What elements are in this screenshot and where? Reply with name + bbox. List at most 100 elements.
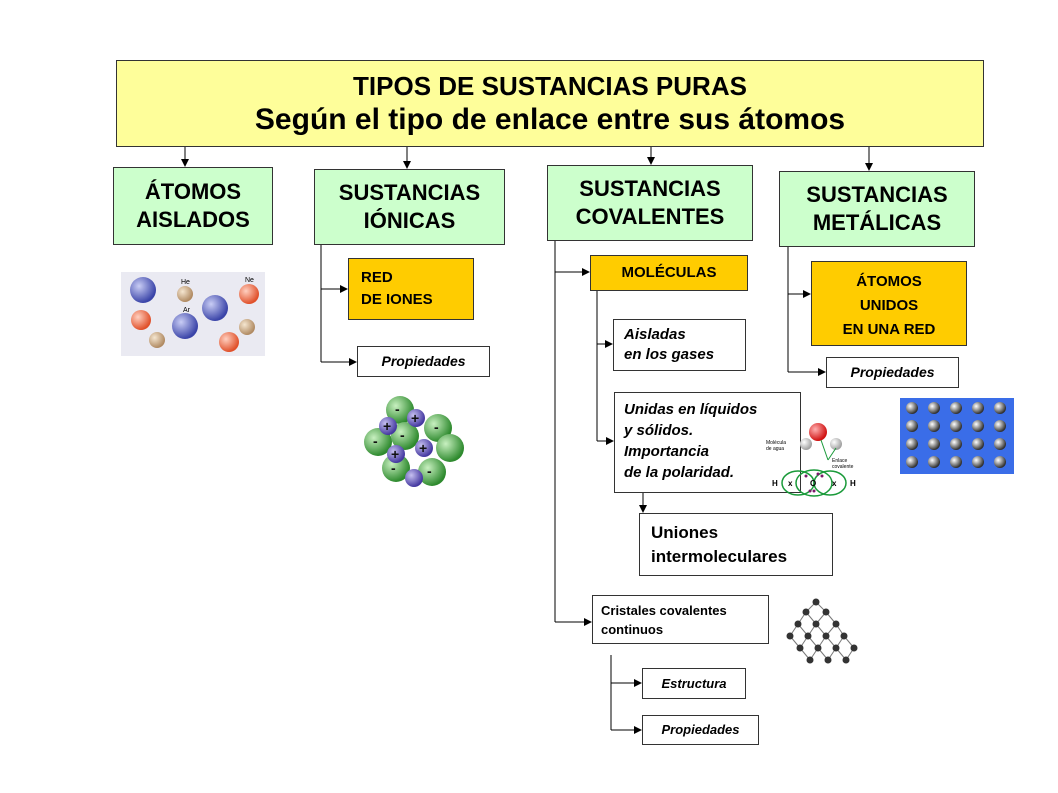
water-h-left: H [772, 479, 778, 488]
title-line-1: TIPOS DE SUSTANCIAS PURAS [353, 70, 747, 101]
metalicas-propiedades-box: Propiedades [826, 357, 959, 388]
category-label: IÓNICAS [363, 208, 456, 233]
red-de-iones-box: RED DE IONES [348, 258, 474, 320]
crystal-atom [850, 644, 858, 652]
main-title-box: TIPOS DE SUSTANCIAS PURAS Según el tipo … [116, 60, 984, 147]
metal-atom [950, 456, 962, 468]
metal-atom [972, 438, 984, 450]
metal-atom [950, 420, 962, 432]
water-bond-2: covalente [832, 464, 854, 470]
category-label: SUSTANCIAS [806, 182, 948, 207]
metal-atom [906, 402, 918, 414]
noble-gas-atoms-image: He Ne Ar [121, 272, 265, 356]
crystal-atom [794, 620, 802, 628]
metal-atom [950, 438, 962, 450]
crystal-atom [832, 644, 840, 652]
estructura-box: Estructura [642, 668, 746, 699]
atomos-unidos-box: ÁTOMOS UNIDOS EN UNA RED [811, 261, 967, 346]
metal-atom [972, 456, 984, 468]
water-h-right: H [850, 479, 856, 488]
covalentes-propiedades-box: Propiedades [642, 715, 759, 745]
water-title-1: Molécula [766, 440, 786, 446]
uniones-line-1: Uniones [651, 523, 719, 542]
crystal-atom [802, 608, 810, 616]
svg-text:-: - [395, 401, 400, 417]
metal-atom [928, 402, 940, 414]
metal-atom [994, 438, 1006, 450]
metal-atom [994, 402, 1006, 414]
water-title-2: de agua [766, 446, 784, 452]
crystal-atom [832, 620, 840, 628]
atomos-unidos-line-3: EN UNA RED [842, 321, 936, 338]
covalent-crystal-image [786, 598, 858, 664]
unidas-line-4: de la polaridad. [624, 464, 735, 481]
water-x-left: x [788, 479, 793, 488]
unidas-line-1: Unidas en líquidos [624, 401, 758, 418]
svg-text:+: + [419, 440, 427, 456]
crystal-atom [842, 656, 850, 664]
metal-atom [972, 402, 984, 414]
crystal-atom [822, 632, 830, 640]
title-line-2: Según el tipo de enlace entre sus átomos [254, 102, 846, 136]
svg-text:-: - [427, 463, 432, 479]
moleculas-box: MOLÉCULAS [590, 255, 748, 291]
crystal-atom [840, 632, 848, 640]
svg-text:-: - [400, 427, 405, 443]
aisladas-line-2: en los gases [624, 346, 715, 363]
svg-text:+: + [391, 446, 399, 462]
crystal-atom [824, 656, 832, 664]
uniones-intermoleculares-box: Uniones intermoleculares [639, 513, 833, 576]
category-label: ÁTOMOS [144, 179, 242, 204]
cristales-line-1: Cristales covalentes [601, 603, 727, 618]
crystal-atom [796, 644, 804, 652]
category-label: SUSTANCIAS [579, 176, 721, 201]
aisladas-box: Aisladas en los gases [613, 319, 746, 371]
category-label: COVALENTES [575, 204, 725, 229]
category-label: SUSTANCIAS [338, 180, 481, 205]
category-label: METÁLICAS [812, 210, 942, 235]
category-sustancias-covalentes: SUSTANCIAS COVALENTES [547, 165, 753, 241]
crystal-atom [814, 644, 822, 652]
crystal-atom [786, 632, 794, 640]
crystal-atom [804, 632, 812, 640]
svg-text:-: - [391, 460, 396, 476]
category-sustancias-metalicas: SUSTANCIAS METÁLICAS [779, 171, 975, 247]
metal-atom [928, 438, 940, 450]
crystal-atom [806, 656, 814, 664]
metal-atom [928, 420, 940, 432]
crystal-atom [812, 620, 820, 628]
category-label: AISLADOS [136, 207, 250, 232]
metal-atom [950, 402, 962, 414]
crystal-atom [822, 608, 830, 616]
unidas-line-3: Importancia [624, 443, 710, 460]
category-sustancias-ionicas: SUSTANCIAS IÓNICAS [314, 169, 505, 245]
water-x-right: x [832, 479, 837, 488]
unidas-line-2: y sólidos. [624, 422, 694, 439]
aisladas-line-1: Aisladas [624, 326, 686, 343]
atomos-unidos-line-1: ÁTOMOS [856, 273, 922, 290]
metal-atom [906, 438, 918, 450]
red-de-iones-line-2: DE IONES [361, 291, 433, 308]
metal-lattice-image [900, 398, 1014, 474]
ne-label: Ne [245, 277, 254, 284]
ionic-lattice-image: --- --- ++++ [364, 396, 464, 487]
ar-label: Ar [183, 307, 191, 314]
metal-atom [994, 456, 1006, 468]
red-de-iones-line-1: RED [361, 269, 393, 286]
svg-text:+: + [383, 418, 391, 434]
cristales-covalentes-box: Cristales covalentes continuos [592, 595, 769, 644]
metal-atom [906, 456, 918, 468]
water-molecule-image: Molécula de agua Enlace covalente H x O … [766, 423, 856, 497]
metal-atom [906, 420, 918, 432]
atomos-unidos-line-2: UNIDOS [859, 297, 919, 314]
crystal-atom [812, 598, 820, 606]
metal-atom [994, 420, 1006, 432]
metal-atom [972, 420, 984, 432]
category-atomos-aislados: ÁTOMOS AISLADOS [113, 167, 273, 245]
ionicas-propiedades-box: Propiedades [357, 346, 490, 377]
he-label: He [181, 279, 190, 286]
metal-atom [928, 456, 940, 468]
svg-text:+: + [411, 410, 419, 426]
cristales-line-2: continuos [601, 622, 664, 637]
